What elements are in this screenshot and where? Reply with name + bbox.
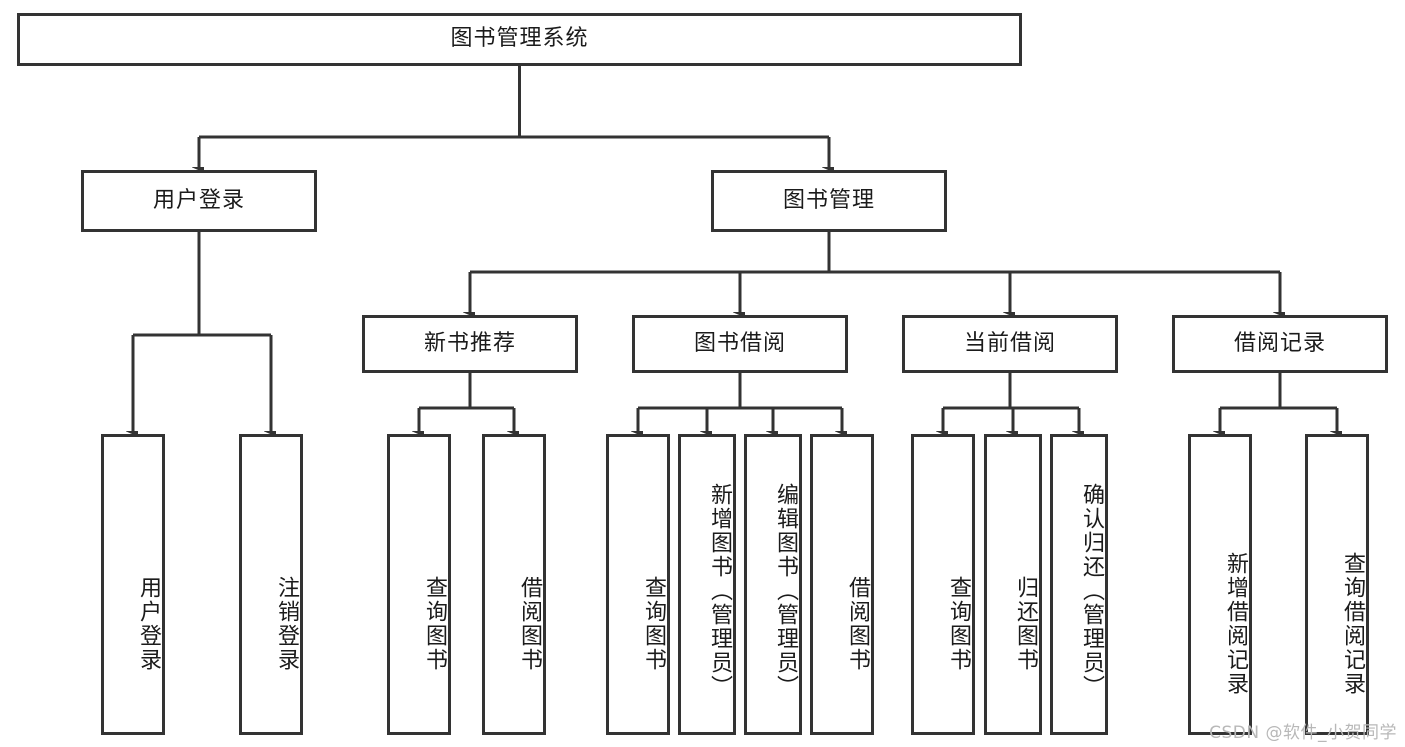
node-label: 确认归还（管理员） xyxy=(1079,482,1104,699)
node-leaf-11[interactable]: 新增借阅记录 xyxy=(1188,434,1252,735)
node-label: 注销登录 xyxy=(274,575,299,672)
node-leaf-5[interactable]: 新增图书（管理员） xyxy=(678,434,736,735)
node-label: 查询图书 xyxy=(641,575,666,672)
node-leaf-1[interactable]: 注销登录 xyxy=(239,434,303,735)
node-label: 图书管理 xyxy=(782,187,875,213)
node-label: 借阅记录 xyxy=(1233,330,1326,356)
node-level2-1[interactable]: 图书管理 xyxy=(711,170,947,232)
node-label: 新书推荐 xyxy=(423,330,516,356)
node-label: 图书借阅 xyxy=(693,330,786,356)
node-label: 归还图书 xyxy=(1013,575,1038,672)
node-leaf-3[interactable]: 借阅图书 xyxy=(482,434,546,735)
node-label: 借阅图书 xyxy=(517,575,542,672)
node-leaf-7[interactable]: 借阅图书 xyxy=(810,434,874,735)
node-leaf-9[interactable]: 归还图书 xyxy=(984,434,1042,735)
watermark-text: CSDN @软件_小贺同学 xyxy=(1209,723,1397,743)
node-label: 新增借阅记录 xyxy=(1223,551,1248,696)
node-leaf-8[interactable]: 查询图书 xyxy=(911,434,975,735)
node-label: 新增图书（管理员） xyxy=(707,482,732,699)
node-label: 借阅图书 xyxy=(845,575,870,672)
node-leaf-4[interactable]: 查询图书 xyxy=(606,434,670,735)
node-leaf-2[interactable]: 查询图书 xyxy=(387,434,451,735)
node-level3-3[interactable]: 借阅记录 xyxy=(1172,315,1388,373)
node-level3-1[interactable]: 图书借阅 xyxy=(632,315,848,373)
node-level3-0[interactable]: 新书推荐 xyxy=(362,315,578,373)
node-level2-0[interactable]: 用户登录 xyxy=(81,170,317,232)
node-leaf-10[interactable]: 确认归还（管理员） xyxy=(1050,434,1108,735)
node-leaf-0[interactable]: 用户登录 xyxy=(101,434,165,735)
node-label: 图书管理系统 xyxy=(450,26,589,52)
node-level3-2[interactable]: 当前借阅 xyxy=(902,315,1118,373)
node-label: 编辑图书（管理员） xyxy=(773,482,798,699)
node-label: 用户登录 xyxy=(136,575,161,672)
node-label: 用户登录 xyxy=(152,187,245,213)
node-label: 查询图书 xyxy=(422,575,447,672)
node-root[interactable]: 图书管理系统 xyxy=(17,13,1022,66)
node-label: 当前借阅 xyxy=(963,330,1056,356)
node-leaf-6[interactable]: 编辑图书（管理员） xyxy=(744,434,802,735)
node-label: 查询图书 xyxy=(946,575,971,672)
node-label: 查询借阅记录 xyxy=(1340,551,1365,696)
node-leaf-12[interactable]: 查询借阅记录 xyxy=(1305,434,1369,735)
